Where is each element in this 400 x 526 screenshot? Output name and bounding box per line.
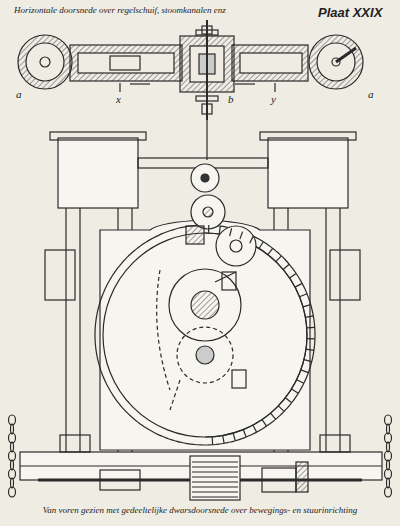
part-letter: a <box>368 88 374 100</box>
gear-tooth <box>230 228 232 236</box>
gear-tooth <box>307 338 315 339</box>
gear-tooth <box>300 294 307 297</box>
gear-tooth <box>292 389 299 393</box>
gear-tooth <box>259 242 263 249</box>
pulley-groove <box>192 461 238 462</box>
gear-tooth <box>208 225 209 233</box>
pulley-groove <box>192 496 238 497</box>
gear-tooth <box>305 316 313 317</box>
pulley-groove <box>192 466 238 467</box>
pulley-groove <box>192 476 238 477</box>
caption: Van voren gezien met gedeeltelijke dwars… <box>43 506 357 516</box>
gear-tooth <box>278 406 284 412</box>
section-heading: Horizontale doorsnede over regelschuif, … <box>14 6 226 16</box>
gear-tooth <box>276 256 282 262</box>
gear-tooth <box>240 232 243 240</box>
horizontal-section <box>18 20 363 120</box>
pulley-groove <box>192 481 238 482</box>
gear-tooth <box>219 226 220 234</box>
gear-tooth <box>290 273 297 277</box>
plate-number: Plaat XXIX <box>318 6 382 20</box>
gear-tooth <box>295 283 302 287</box>
pulley-groove <box>192 471 238 472</box>
part-letter: b <box>228 93 234 105</box>
pulley-groove <box>192 486 238 487</box>
chain-link <box>385 487 392 497</box>
gear-tooth <box>243 430 246 437</box>
gear-tooth <box>268 248 273 254</box>
gear-tooth <box>271 413 276 419</box>
gear-tooth <box>262 420 266 427</box>
gear-tooth <box>303 305 311 307</box>
part-letter: a <box>16 88 22 100</box>
gear-tooth <box>250 236 254 243</box>
part-letter: x <box>116 93 121 105</box>
gear-tooth <box>223 435 224 443</box>
gear-tooth <box>297 380 304 384</box>
gear-tooth <box>253 425 257 432</box>
front-view <box>9 120 392 500</box>
gear-tooth <box>283 264 289 269</box>
gear-tooth <box>304 360 312 362</box>
pulley-groove <box>192 491 238 492</box>
gear-tooth <box>306 349 314 350</box>
chain-link <box>9 487 16 497</box>
part-letter: y <box>271 93 276 105</box>
gear-tooth <box>307 327 315 329</box>
gear-tooth <box>233 433 235 441</box>
gear-tooth <box>285 398 291 403</box>
gear-tooth <box>212 437 214 445</box>
gear-tooth <box>301 370 309 373</box>
